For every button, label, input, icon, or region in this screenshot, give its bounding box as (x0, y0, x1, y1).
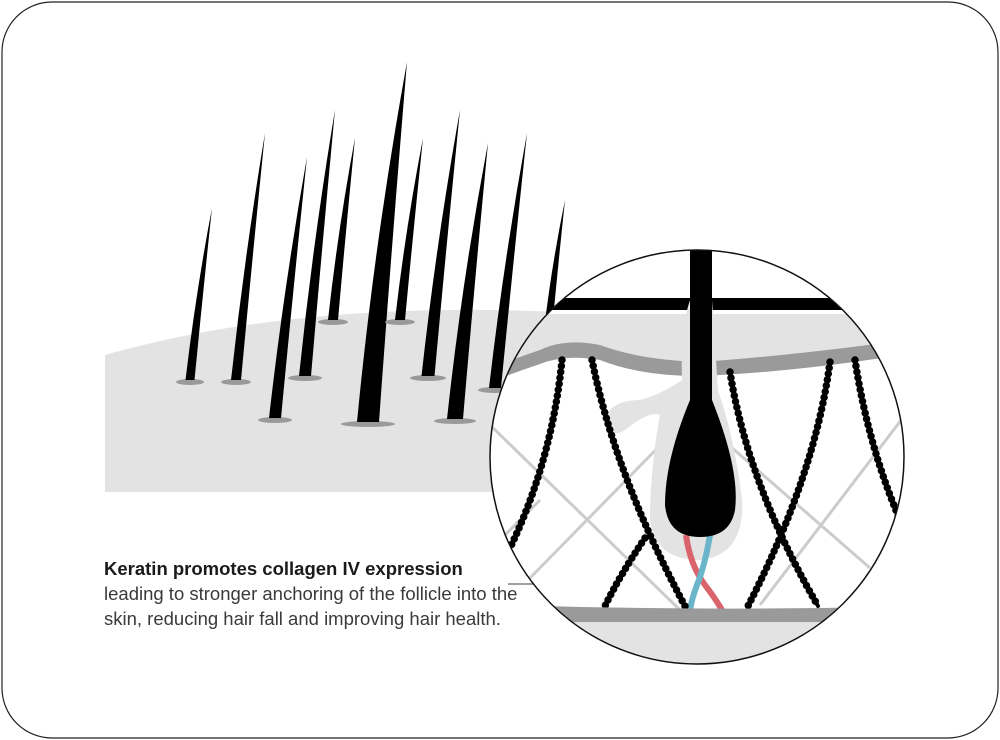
hair-base-shadow (318, 319, 348, 325)
hair-base-shadow (385, 319, 415, 325)
vein (687, 534, 713, 611)
hair-base-shadow (410, 375, 446, 381)
hair-strand (489, 133, 527, 388)
hair-base-shadow (176, 379, 204, 385)
hair-strand (231, 133, 265, 380)
magnified-follicle (489, 249, 905, 665)
hair-base-shadow (288, 375, 322, 381)
magnifier-ring (489, 249, 905, 665)
caption: Keratin promotes collagen IV expression … (104, 556, 534, 631)
anchoring-fibrils (506, 356, 904, 612)
hair-base-shadow (434, 418, 476, 424)
hair-strand (185, 208, 212, 380)
scalp-skin (105, 309, 560, 492)
hair-strands (176, 62, 565, 427)
caption-body: leading to stronger anchoring of the fol… (104, 583, 518, 629)
hair-strand (447, 143, 488, 419)
hair-strand (269, 157, 307, 418)
hair-strand (421, 110, 460, 376)
hair-strand (357, 62, 407, 422)
artery (683, 534, 725, 612)
hair-bulb (665, 250, 736, 537)
hair-base-shadow (221, 379, 251, 385)
hair-base-shadow (258, 417, 292, 423)
hair-strand (299, 110, 335, 376)
hair-base-shadow (341, 421, 395, 427)
hair-strand (544, 200, 565, 330)
hair-strand (328, 138, 355, 320)
lower-membrane (490, 604, 904, 624)
caption-title: Keratin promotes collagen IV expression (104, 558, 463, 579)
hair-strand (395, 138, 423, 320)
